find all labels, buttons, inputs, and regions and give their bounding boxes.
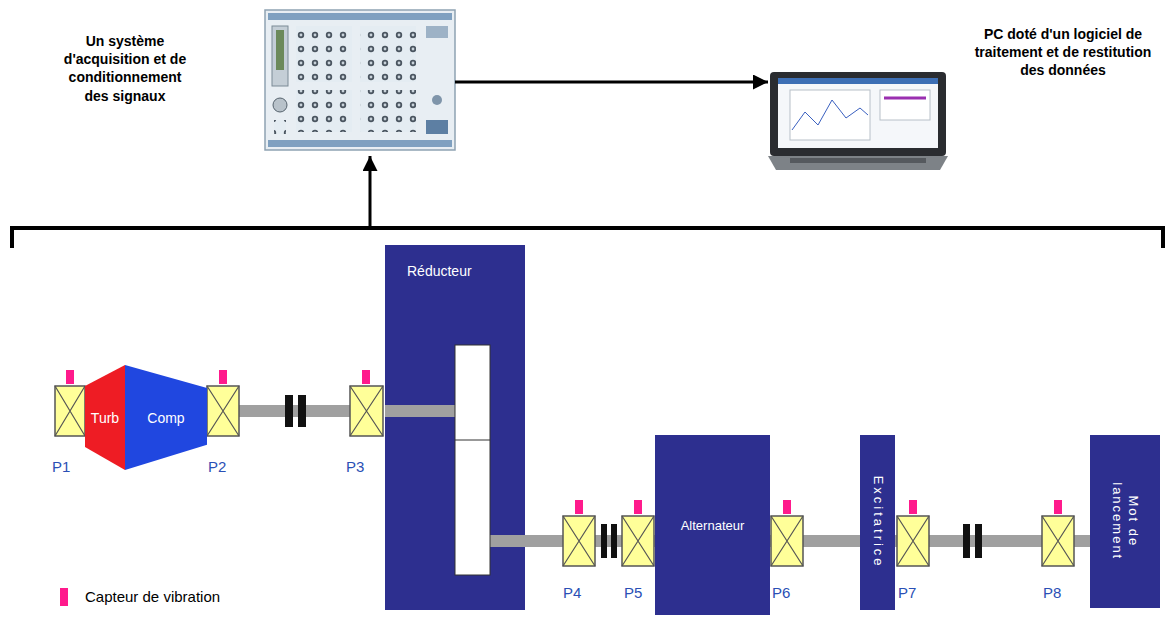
vibration-sensor [783, 500, 791, 514]
acquisition-system: Un système d'acquisition et de condition… [265, 10, 455, 150]
bearing [55, 370, 85, 436]
bearing-label: P8 [1043, 584, 1061, 601]
bearing [563, 500, 595, 566]
bearing-label-box: P6 [772, 584, 790, 602]
chart-line [884, 97, 926, 100]
device-connectors [360, 26, 416, 82]
exciter-box: Excitatrice [860, 435, 895, 610]
laptop-screen [778, 78, 938, 148]
bearing-label: P2 [208, 458, 226, 475]
bearing-label-box: P5 [624, 584, 642, 602]
bearing-label-box: P8 [1043, 584, 1061, 602]
window-bar [778, 78, 938, 84]
bearing-label-box: P4 [563, 584, 581, 602]
coupling [298, 395, 306, 427]
device-connectors [360, 90, 416, 132]
bearing [622, 500, 654, 566]
bearing-label-box: P1 [52, 458, 70, 476]
node-label: PC doté d'un logiciel de traitement et d… [968, 25, 1158, 80]
legend-swatch [60, 588, 68, 606]
acquisition-device [265, 10, 455, 150]
device-connectors [274, 120, 286, 134]
node-label: Excitatrice [869, 476, 885, 569]
signal-arrow [455, 81, 768, 84]
shaft [385, 405, 455, 417]
gear-wheels [455, 345, 490, 575]
shaft [525, 535, 1090, 547]
bearing [350, 370, 383, 436]
gear-mesh-line [455, 440, 490, 441]
shaft [239, 405, 351, 417]
legend-text: Capteur de vibration [85, 588, 220, 605]
legend-entry: Capteur de vibration [60, 588, 320, 606]
device-strip [268, 140, 452, 147]
alternator-box: Alternateur [655, 435, 770, 615]
bearing-label-box: P3 [346, 458, 364, 476]
node-label: Un système d'acquisition et de condition… [55, 32, 195, 105]
vibration-sensor [909, 500, 917, 514]
vibration-sensor [66, 370, 74, 384]
device-module [426, 120, 448, 134]
chart-window [880, 90, 930, 120]
trapezoid-fill [125, 365, 207, 470]
device-connectors [296, 26, 352, 82]
node-label: Mot de lancement [1109, 462, 1142, 582]
bearing-label-box: P7 [898, 584, 916, 602]
laptop-base [768, 156, 948, 170]
device-dial [432, 95, 442, 105]
vibration-sensor [575, 500, 583, 514]
bearing [771, 500, 803, 566]
node-label: Alternateur [681, 518, 745, 533]
device-dial [273, 98, 287, 112]
node-label: Comp [147, 410, 184, 426]
coupling [601, 524, 607, 558]
laptop-keyboard [790, 158, 926, 163]
bearing-label-box: P2 [208, 458, 226, 476]
gearbox-outline [385, 245, 525, 610]
device-strip [268, 13, 452, 20]
bearing-label: P3 [346, 458, 364, 475]
gearbox-box: Réducteur [385, 245, 525, 610]
vibration-sensor [634, 500, 642, 514]
compressor-shape: Comp [125, 365, 207, 470]
device-connectors [296, 90, 352, 132]
signal-arrow [369, 156, 372, 226]
coupling [963, 524, 970, 558]
vibration-sensor [1054, 500, 1062, 514]
bracket [12, 228, 1163, 248]
laptop-screen-frame [770, 72, 946, 156]
coupling [975, 524, 982, 558]
chart-line [792, 100, 868, 130]
bearing-label: P7 [898, 584, 916, 601]
coupling [611, 524, 617, 558]
bearing [207, 370, 239, 436]
device-panel [265, 10, 455, 150]
coupling [285, 395, 293, 427]
shaft [490, 535, 525, 547]
vibration-sensor [362, 370, 370, 384]
laptop-computer [768, 72, 948, 170]
bearing-label: P5 [624, 584, 642, 601]
bearing-label: P6 [772, 584, 790, 601]
trapezoid-fill [85, 365, 125, 470]
bearing [897, 500, 929, 566]
bearing-label: P1 [52, 458, 70, 475]
chart-window [790, 90, 870, 140]
node-label: Turb [91, 410, 119, 426]
pc-computer: PC doté d'un logiciel de traitement et d… [768, 72, 948, 170]
device-module [426, 26, 448, 38]
gearbox-housing [385, 245, 525, 610]
bearing-label: P4 [563, 584, 581, 601]
node-label: Réducteur [407, 263, 472, 279]
bearing [1042, 500, 1074, 566]
device-display [276, 30, 284, 70]
turbine-shape: Turb [85, 365, 125, 470]
vibration-sensor [219, 370, 227, 384]
device-module [272, 26, 288, 86]
starter-motor-box: Mot de lancement [1090, 435, 1160, 608]
